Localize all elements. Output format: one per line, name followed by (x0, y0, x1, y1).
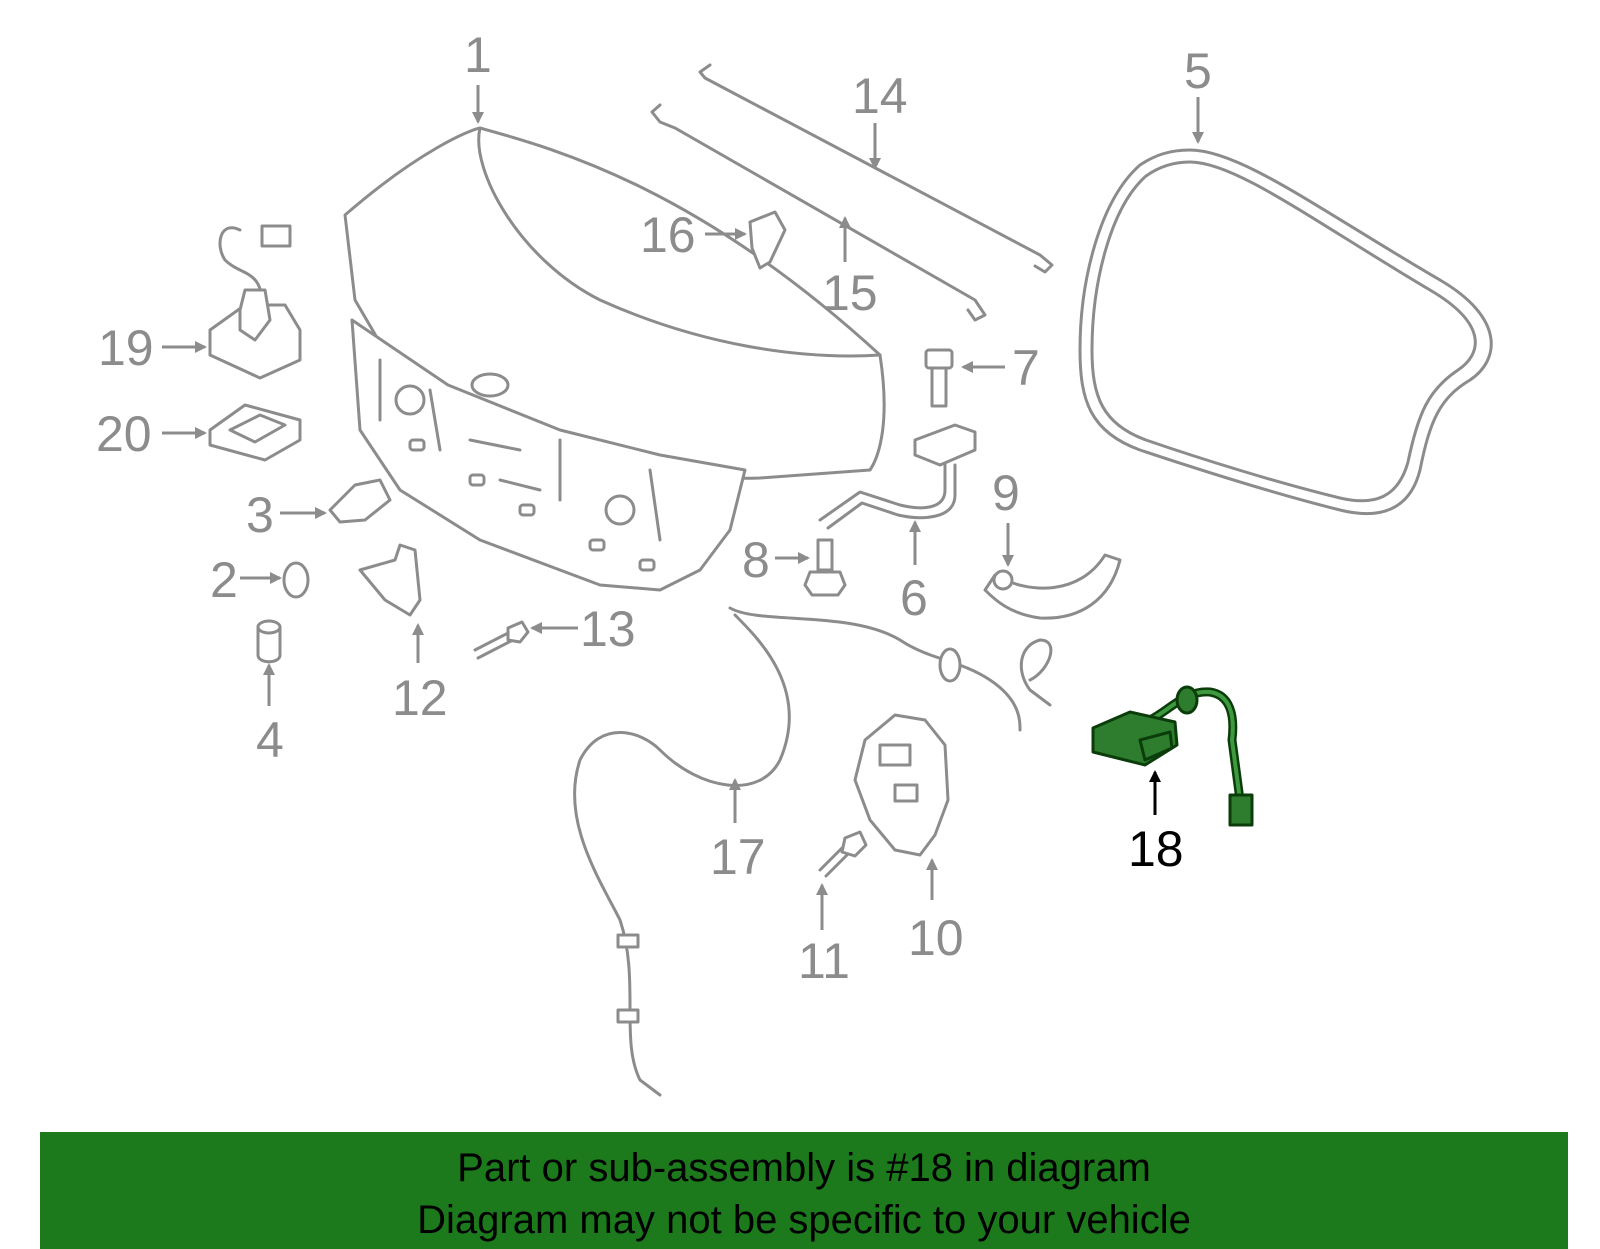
callout-14: 14 (852, 68, 908, 124)
trunk-lid-part (343, 126, 886, 592)
callout-18: 18 (1128, 821, 1184, 877)
callout-17: 17 (710, 829, 766, 885)
stay-rod-part-14 (698, 63, 1054, 274)
guide-part-12 (358, 543, 422, 617)
callout-arrows (162, 85, 1204, 930)
callout-15: 15 (822, 265, 878, 321)
weatherstrip-part (1078, 148, 1493, 516)
plug-part-2 (282, 561, 310, 599)
callout-3: 3 (246, 487, 274, 543)
callout-9: 9 (992, 465, 1020, 521)
actuator-part-19 (208, 224, 302, 380)
stay-rod-part-15 (650, 103, 987, 322)
callout-12: 12 (392, 670, 448, 726)
callout-11: 11 (798, 933, 850, 989)
callout-7: 7 (1012, 340, 1040, 396)
callout-1: 1 (464, 27, 492, 83)
clip-part-16 (748, 210, 787, 270)
latch-part-10 (853, 713, 950, 857)
callout-6: 6 (900, 570, 928, 626)
bolt-part-11 (818, 830, 868, 878)
license-lamp-part-18 (1091, 685, 1254, 827)
callout-19: 19 (98, 320, 154, 376)
notice-banner: Part or sub-assembly is #18 in diagram D… (40, 1132, 1568, 1249)
callout-4: 4 (256, 712, 284, 768)
callout-labels: 1 2 3 4 5 6 7 8 9 10 11 12 13 14 15 16 1… (96, 27, 1212, 989)
bolt-part-7 (924, 348, 954, 408)
callout-5: 5 (1184, 43, 1212, 99)
rod-holder-part-6 (818, 423, 977, 530)
callout-16: 16 (640, 207, 696, 263)
release-cable-part-17 (573, 606, 1053, 1097)
callout-2: 2 (210, 552, 238, 608)
bracket-part-3 (328, 478, 392, 524)
callout-20: 20 (96, 406, 152, 462)
bracket-part-9 (983, 553, 1122, 620)
notice-line-part-number: Part or sub-assembly is #18 in diagram (457, 1146, 1151, 1190)
callout-13: 13 (580, 601, 636, 657)
parts-diagram: 1 2 3 4 5 6 7 8 9 10 11 12 13 14 15 16 1… (96, 27, 1493, 1097)
bolt-part-13 (473, 620, 530, 660)
bumper-part-4 (256, 619, 282, 664)
bolt-part-8 (803, 538, 847, 597)
notice-line-disclaimer: Diagram may not be specific to your vehi… (417, 1198, 1191, 1242)
callout-10: 10 (908, 910, 964, 966)
callout-8: 8 (742, 532, 770, 588)
light-part-20 (208, 403, 302, 462)
